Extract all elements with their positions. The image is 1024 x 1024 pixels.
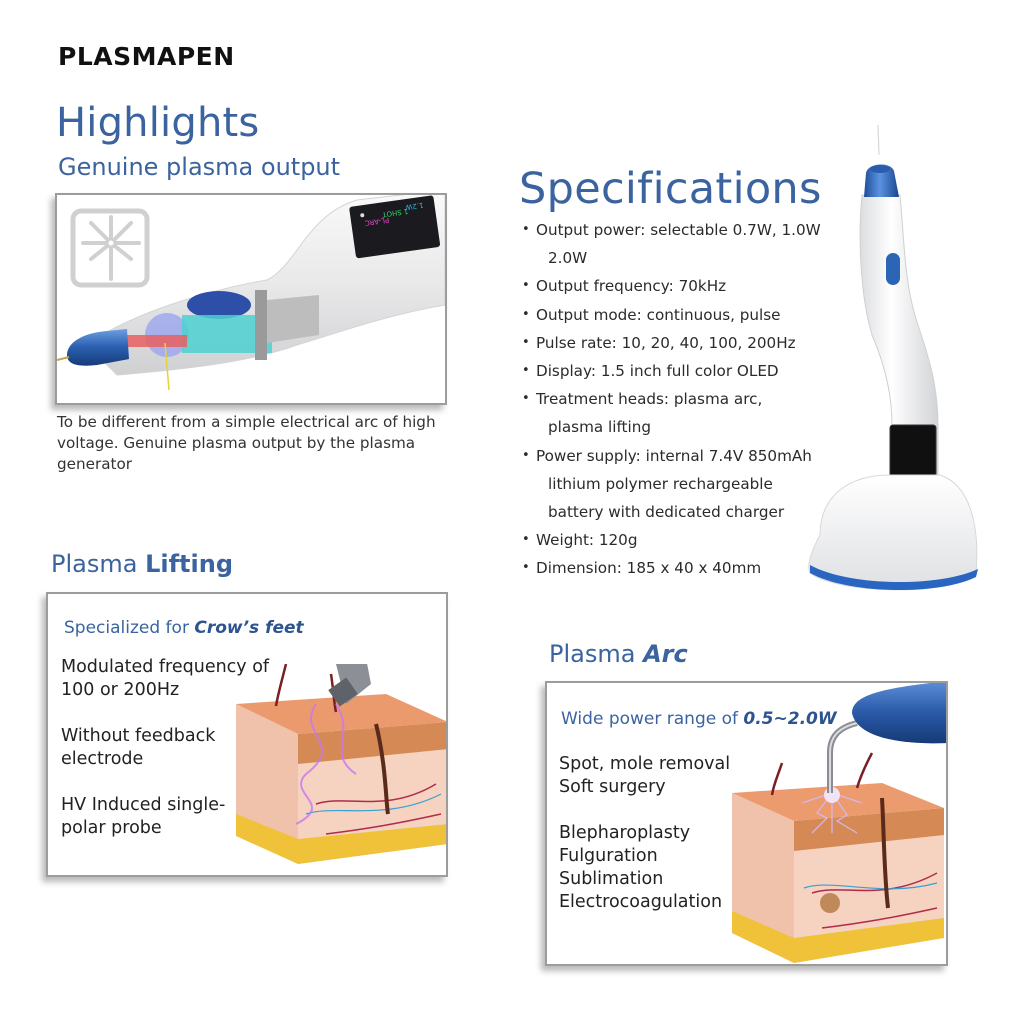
plasma-arc-applications: Spot, mole removal Soft surgery Blepharo… bbox=[559, 753, 819, 937]
plasma-arc-heading: Wide power range of 0.5~2.0W bbox=[561, 709, 837, 729]
brand-title: PLASMAPEN bbox=[58, 42, 235, 71]
application-group: Blepharoplasty Fulguration Sublimation E… bbox=[559, 822, 819, 914]
application-item: Spot, mole removal bbox=[559, 754, 731, 774]
device-with-dock-image bbox=[800, 125, 990, 605]
spec-item-output-mode: Output mode: continuous, pulse bbox=[522, 301, 862, 329]
application-group: Spot, mole removal Soft surgery bbox=[559, 753, 819, 799]
screen-text-mode: PL-ARC bbox=[364, 216, 390, 227]
pen-cutaway-image: PL-ARC 1 SHOT 1.2W bbox=[57, 195, 445, 391]
highlights-description: To be different from a simple electrical… bbox=[57, 413, 436, 473]
spec-item-dimension: Dimension: 185 x 40 x 40mm bbox=[522, 554, 862, 582]
feature-item: HV Induced single-polar probe bbox=[61, 795, 226, 838]
spec-item-power-supply: Power supply: internal 7.4V 850mAhlithiu… bbox=[522, 442, 862, 527]
highlights-subtitle: Genuine plasma output bbox=[58, 153, 341, 181]
spec-item-pulse-rate: Pulse rate: 10, 20, 40, 100, 200Hz bbox=[522, 329, 862, 357]
application-item: Fulguration bbox=[559, 846, 658, 866]
application-item: Soft surgery bbox=[559, 777, 666, 797]
highlights-image-frame: PL-ARC 1 SHOT 1.2W bbox=[55, 193, 447, 405]
application-item: Electrocoagulation bbox=[559, 892, 723, 912]
plasma-lifting-title: Plasma Lifting bbox=[51, 550, 234, 578]
spec-item-treatment-heads: Treatment heads: plasma arc,plasma lifti… bbox=[522, 385, 862, 441]
skin-cross-section-lifting-image bbox=[236, 664, 446, 864]
screen-text-shot: 1 SHOT bbox=[381, 207, 409, 219]
plasma-arc-title: Plasma Arc bbox=[549, 640, 688, 668]
application-item: Blepharoplasty bbox=[559, 823, 691, 843]
spec-item-output-power: Output power: selectable 0.7W, 1.0W2.0W bbox=[522, 216, 862, 272]
plasma-burst-icon bbox=[70, 208, 150, 288]
spec-item-weight: Weight: 120g bbox=[522, 526, 862, 554]
plasma-lifting-heading: Specialized for Crow’s feet bbox=[64, 618, 304, 638]
plasma-lifting-panel: Specialized for Crow’s feet Modulated fr… bbox=[46, 592, 448, 877]
screen-text-power: 1.2W bbox=[405, 201, 424, 211]
application-item: Sublimation bbox=[559, 869, 664, 889]
specifications-title: Specifications bbox=[519, 164, 822, 214]
highlights-title: Highlights bbox=[56, 100, 260, 146]
specifications-list: Output power: selectable 0.7W, 1.0W2.0W … bbox=[522, 216, 862, 583]
spec-item-output-frequency: Output frequency: 70kHz bbox=[522, 272, 862, 300]
skin-cross-section-arc-image bbox=[732, 683, 946, 963]
spec-item-display: Display: 1.5 inch full color OLED bbox=[522, 357, 862, 385]
plasma-arc-panel: Wide power range of 0.5~2.0W Spot, mole … bbox=[545, 681, 948, 966]
